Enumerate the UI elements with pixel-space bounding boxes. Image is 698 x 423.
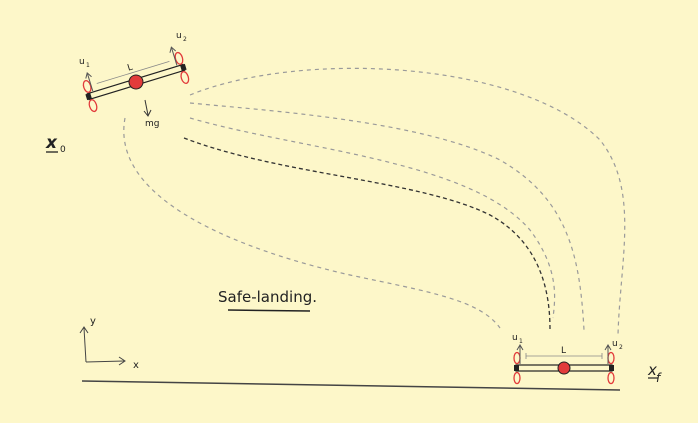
start-state-subscript: 0: [60, 145, 66, 155]
drone-initial-thrust-left-arrowhead: [85, 71, 92, 79]
gravity-label: mg: [145, 119, 159, 129]
drone-initial-left-propeller-upper: [82, 79, 92, 93]
gravity-arrow: [144, 99, 149, 116]
drone-initial-left-propeller-lower: [88, 99, 98, 113]
gravity-arrowhead: [143, 109, 152, 117]
drone-final-length-label: L: [561, 346, 566, 356]
drone-final: L: [513, 344, 615, 385]
drone-initial-right-motor: [180, 63, 187, 72]
drone-final-center-mass: [557, 361, 571, 375]
ground-line: [81, 380, 621, 391]
main-trajectory: [183, 137, 551, 331]
drone-final-left-propeller-lower: [513, 371, 521, 385]
drone-final-u1-label: u: [512, 333, 518, 343]
drone-final-right-propeller-upper: [607, 351, 615, 365]
alt-trajectory-2: [189, 67, 626, 336]
drone-initial-right-propeller-upper: [174, 51, 184, 65]
drone-initial: L: [82, 46, 190, 113]
caption-underline: [227, 309, 311, 312]
alt-trajectories: [123, 67, 626, 336]
axis-y-arrowhead: [79, 326, 89, 334]
drone-initial-length-label: L: [126, 63, 134, 74]
drone-final-left-propeller-upper: [513, 351, 521, 365]
drone-initial-center-mass: [128, 74, 144, 90]
axis-x-label: x: [133, 360, 139, 371]
drone-final-left-motor: [514, 365, 519, 371]
drone-initial-thrust-left-arrow: [87, 73, 94, 92]
drone-initial-u1-sub: 1: [86, 62, 90, 69]
axis-x-arrowhead: [118, 356, 126, 366]
axis-y-label: y: [90, 316, 96, 327]
drone-initial-right-propeller-lower: [180, 71, 190, 85]
drone-final-u2-sub: 2: [619, 344, 623, 351]
drone-final-right-motor: [609, 365, 614, 371]
drone-initial-u2-label: u: [176, 31, 182, 41]
drone-final-thrust-left-arrowhead: [516, 344, 524, 351]
drone-initial-u2-sub: 2: [183, 36, 187, 43]
drone-final-right-propeller-lower: [607, 371, 615, 385]
start-state-label: x: [45, 133, 58, 153]
drone-initial-u1-label: u: [79, 57, 85, 67]
drone-initial-thrust-right-arrowhead: [169, 46, 177, 53]
drone-initial-left-motor: [85, 92, 92, 101]
drone-final-thrust-right-arrowhead: [604, 344, 612, 351]
drone-final-u2-label: u: [612, 339, 618, 349]
final-state-label: x: [647, 361, 657, 379]
axis-y-line: [83, 327, 87, 363]
drone-initial-thrust-right-arrow: [171, 47, 178, 66]
drone-final-u1-sub: 1: [519, 338, 523, 345]
drone-initial-length-line: [96, 60, 170, 84]
final-state-subscript: f: [656, 371, 662, 385]
axis-x-line: [85, 360, 125, 363]
caption-text: Safe-landing.: [218, 288, 317, 306]
